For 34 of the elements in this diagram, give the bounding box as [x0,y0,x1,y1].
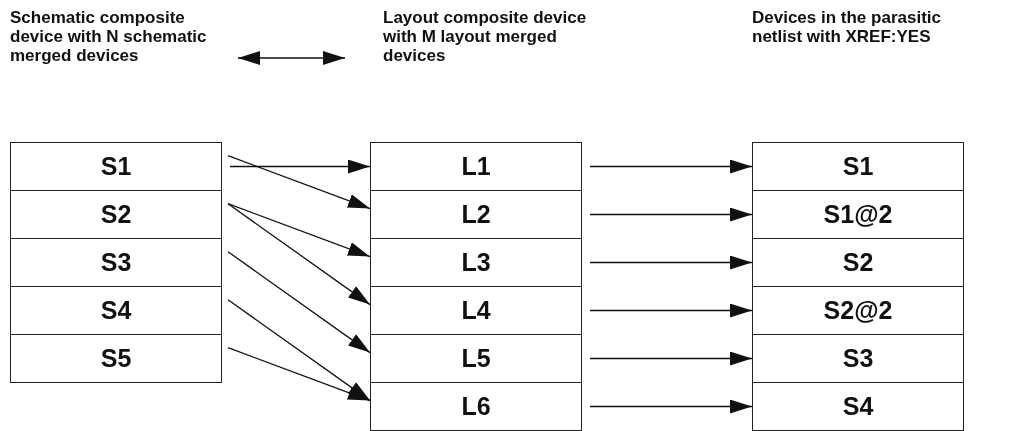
arrow [589,159,753,174]
arrow [589,207,753,222]
arrow [227,203,371,258]
device-row: S3 [10,238,222,287]
arrow [227,251,371,354]
device-row: L6 [370,382,582,431]
arrow [589,351,753,366]
arrow [237,51,346,65]
device-row: L1 [370,142,582,191]
column-heading: Schematic composite device with N schematic merged devices [10,8,236,65]
arrow [227,299,371,402]
device-row: S2@2 [752,286,964,335]
arrow [227,347,371,402]
device-row: S3 [752,334,964,383]
device-row: S4 [10,286,222,335]
device-row: S1 [752,142,964,191]
device-row: S2 [752,238,964,287]
device-row: S2 [10,190,222,239]
device-row: L3 [370,238,582,287]
column-heading: Layout composite device with M layout merged devices [383,8,609,65]
arrow [589,303,753,318]
arrow [589,255,753,270]
arrow [227,155,371,210]
arrow [589,399,753,414]
arrow [229,159,371,174]
arrow [227,203,371,306]
column-heading: Devices in the parasitic netlist with XREF:YES [752,8,942,46]
device-row: S1 [10,142,222,191]
device-row: L5 [370,334,582,383]
device-row: S4 [752,382,964,431]
device-row: L4 [370,286,582,335]
device-row: S5 [10,334,222,383]
device-row: L2 [370,190,582,239]
device-row: S1@2 [752,190,964,239]
